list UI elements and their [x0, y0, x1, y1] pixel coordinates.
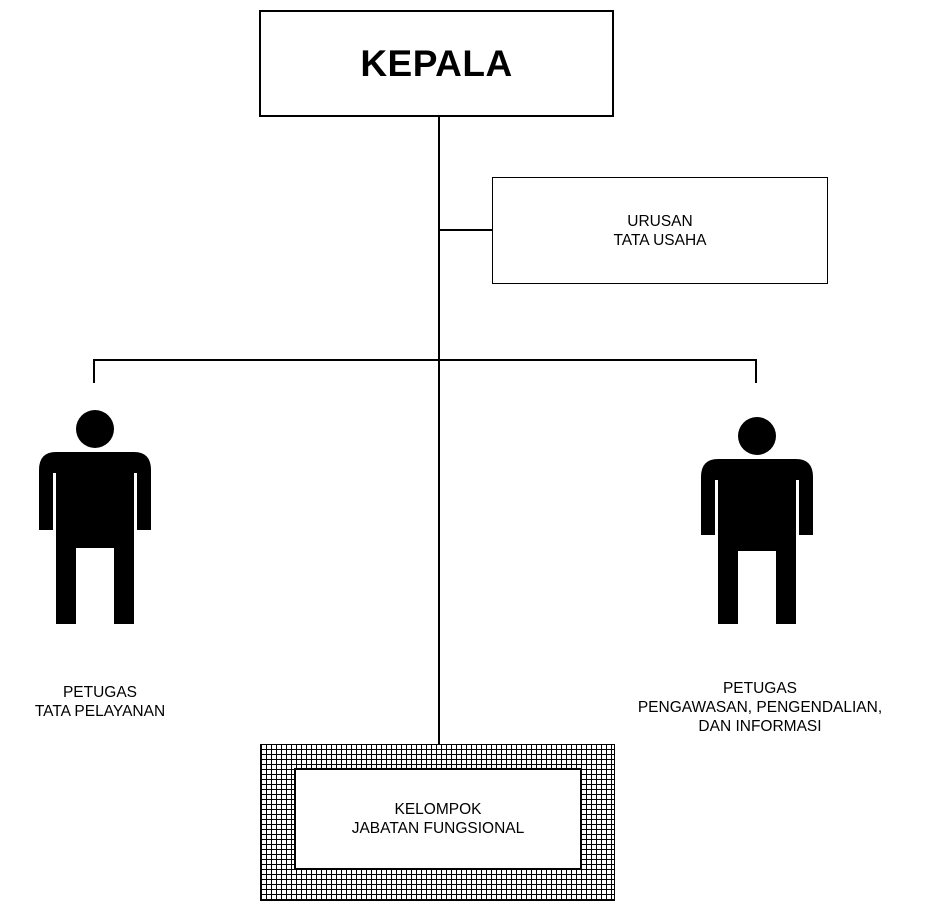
admin-unit-line2: TATA USAHA — [613, 231, 707, 249]
right-officer-line2: PENGAWASAN, PENGENDALIAN, — [637, 699, 883, 716]
person-icon — [701, 417, 813, 624]
right-officer-caption: PETUGAS PENGAWASAN, PENGENDALIAN, DAN IN… — [600, 679, 920, 736]
admin-branch-connector — [439, 229, 492, 231]
head-box: KEPALA — [259, 10, 614, 117]
functional-group-box: KELOMPOK JABATAN FUNGSIONAL — [294, 768, 582, 870]
admin-unit-box: URUSAN TATA USAHA — [492, 177, 828, 284]
functional-group-line2: JABATAN FUNGSIONAL — [351, 820, 525, 837]
left-officer-line1: PETUGAS — [62, 684, 138, 701]
functional-group-line1: KELOMPOK — [394, 801, 482, 818]
right-officer-line3: DAN INFORMASI — [698, 718, 822, 735]
right-officer-line1: PETUGAS — [722, 680, 798, 697]
admin-unit-line1: URUSAN — [627, 212, 693, 230]
left-officer-caption: PETUGAS TATA PELAYANAN — [10, 683, 190, 721]
main-vertical-connector — [438, 117, 440, 744]
person-icon — [39, 410, 151, 624]
horizontal-connector — [93, 359, 757, 361]
left-drop-connector — [93, 359, 95, 383]
right-drop-connector — [755, 359, 757, 383]
head-title: KEPALA — [360, 42, 513, 84]
left-officer-line2: TATA PELAYANAN — [34, 703, 166, 720]
